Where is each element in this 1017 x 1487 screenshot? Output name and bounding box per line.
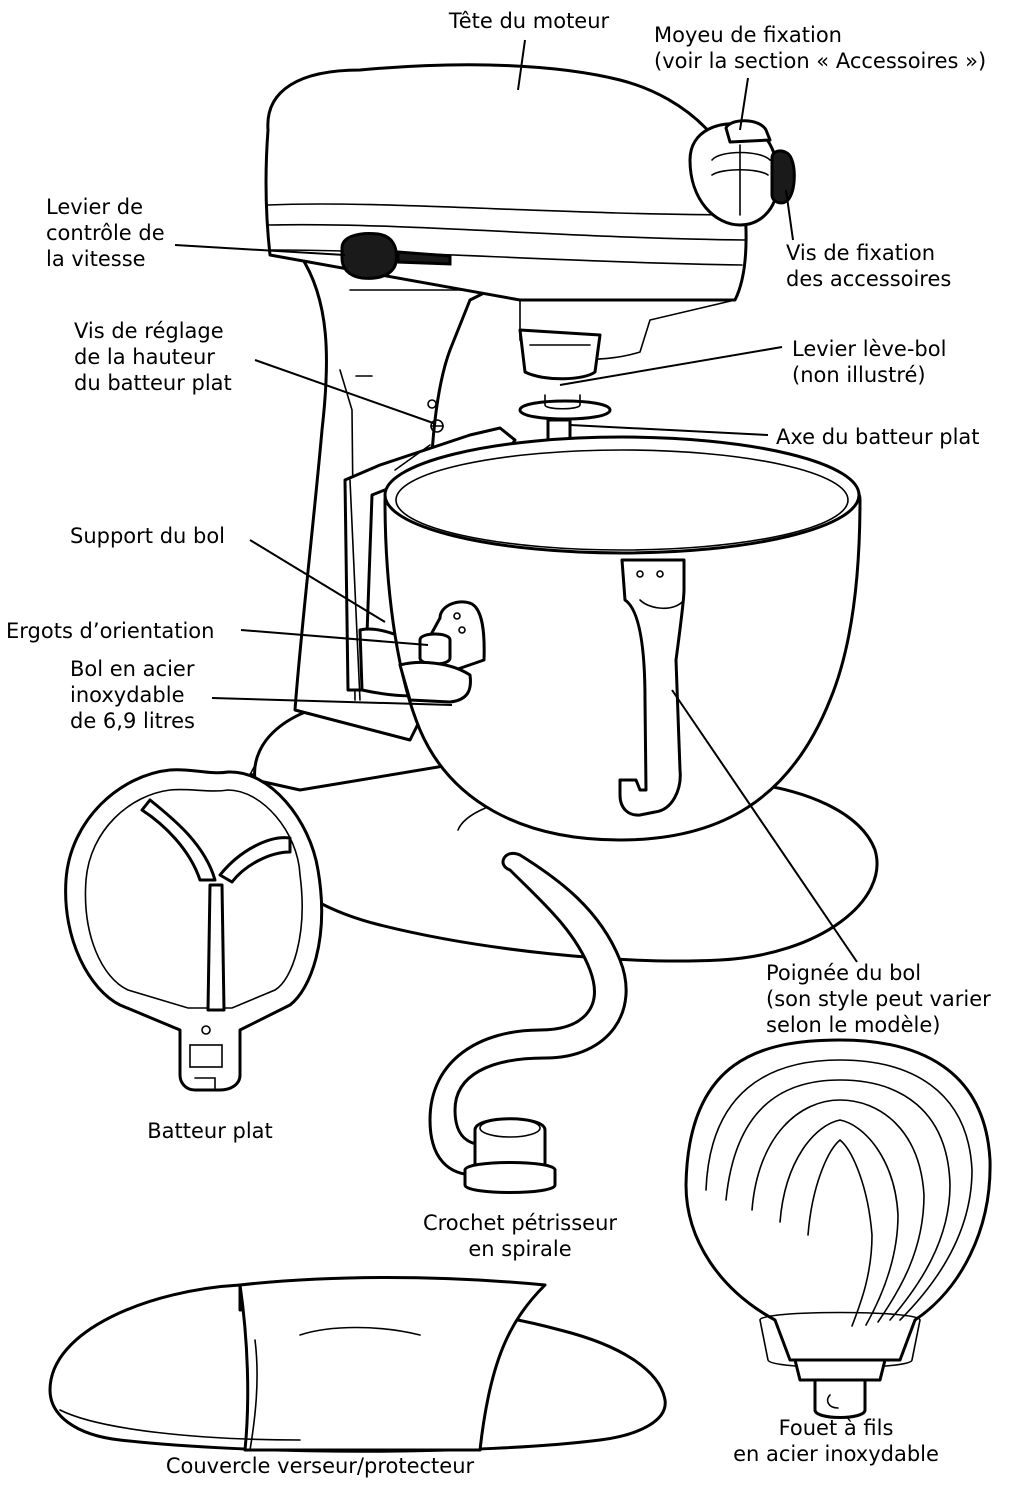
leader-lines [174, 39, 858, 963]
label-locating-pins: Ergots d’orientation [6, 619, 215, 643]
label-dough-hook: Crochet pétrisseur en spirale [422, 1211, 618, 1261]
leader-speed-lever [174, 244, 346, 256]
dough-hook [428, 851, 628, 1194]
label-attachment-hub: Moyeu de fixation (voir la section « Acc… [654, 23, 987, 73]
wire-whip [684, 1038, 992, 1419]
leader-attachment-knob [785, 189, 794, 241]
label-speed-lever: Levier de contrôle de la vitesse [46, 195, 165, 271]
leader-bowl-handle [671, 689, 858, 963]
leader-attachment-hub [739, 77, 749, 131]
leader-steel-bowl [211, 697, 453, 706]
bowl [383, 435, 862, 842]
label-attachment-knob: Vis de fixation des accessoires [786, 241, 952, 291]
leader-height-screw [254, 359, 437, 425]
leader-motor-head [517, 39, 526, 91]
label-bowl-lift-lever: Levier lève-bol (non illustré) [792, 337, 947, 387]
label-flat-beater: Batteur plat [147, 1119, 273, 1143]
pouring-shield [48, 1276, 667, 1453]
label-beater-shaft: Axe du batteur plat [776, 425, 980, 449]
label-bowl-support: Support du bol [70, 524, 226, 548]
label-motor-head: Tête du moteur [448, 9, 610, 33]
leader-bowl-support [249, 539, 386, 623]
leader-bowl-lift [559, 346, 783, 386]
label-bowl-handle: Poignée du bol (son style peut varier se… [766, 961, 991, 1037]
label-wire-whip: Fouet à fils en acier inoxydable [733, 1416, 939, 1466]
leader-locating-pins [240, 629, 429, 646]
flat-beater [64, 768, 324, 1092]
label-steel-bowl: Bol en acier inoxydable de 6,9 litres [70, 657, 195, 733]
locating-pin-bracket [398, 600, 486, 704]
speed-lever-knob [340, 232, 452, 280]
label-height-screw: Vis de réglage de la hauteur du batteur … [74, 319, 232, 395]
label-pouring-shield: Couvercle verseur/protecteur [165, 1454, 475, 1478]
leader-beater-shaft [569, 424, 769, 436]
attachment-hub [688, 119, 796, 227]
